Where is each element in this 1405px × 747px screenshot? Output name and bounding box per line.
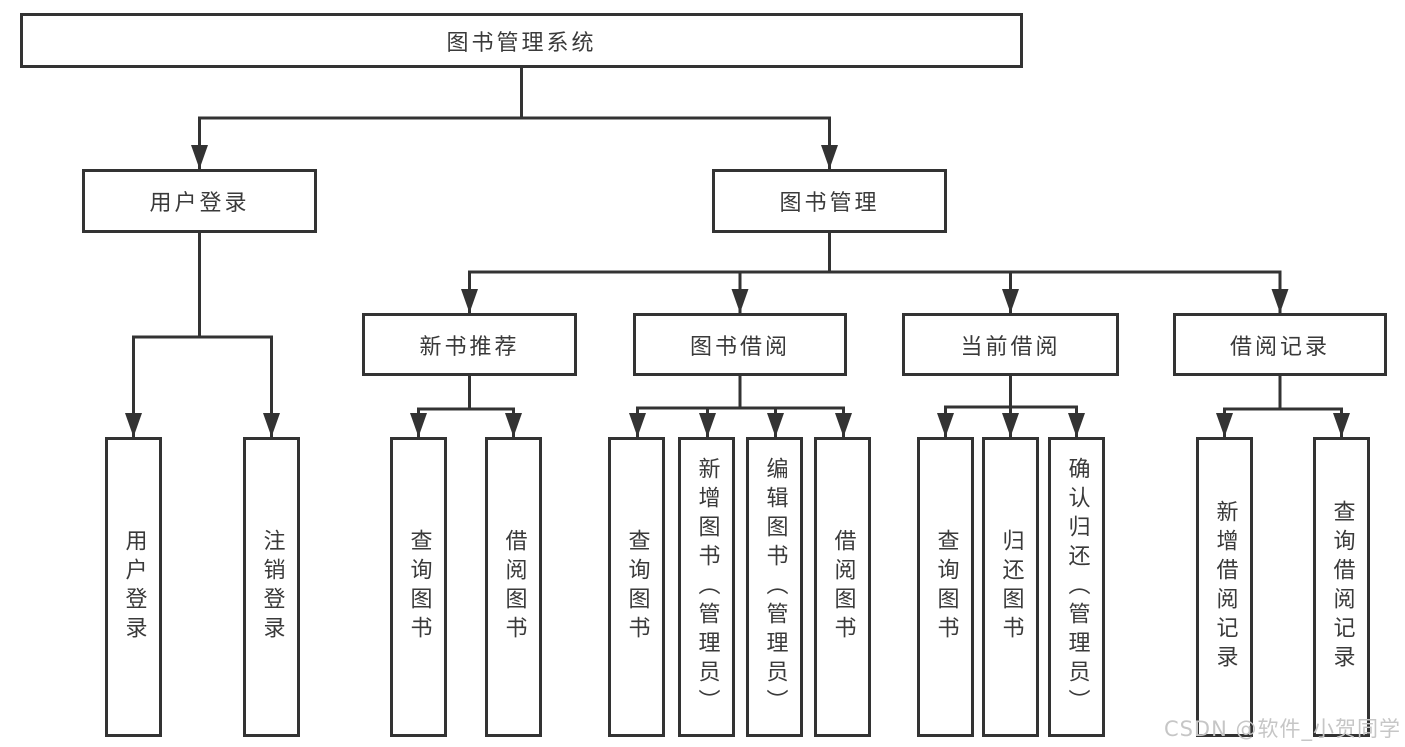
node-label: 查询图书 [624, 529, 650, 645]
node-current-query-books: 查询图书 [917, 437, 974, 737]
node-label: 确认归还（管理员） [1064, 456, 1090, 718]
node-borrow-records: 借阅记录 [1173, 313, 1387, 376]
connector-current-borrow-children [937, 376, 1085, 437]
node-root-system: 图书管理系统 [20, 13, 1023, 68]
node-label: 查询借阅记录 [1329, 500, 1355, 674]
node-label: 归还图书 [998, 529, 1024, 645]
node-label: 用户登录 [149, 191, 250, 216]
connector-book-borrow-children [629, 376, 852, 437]
node-label: 注销登录 [259, 529, 285, 645]
node-book-management: 图书管理 [712, 169, 947, 233]
node-borrow-add-books-admin: 新增图书（管理员） [678, 437, 735, 737]
node-borrow-borrow-books: 借阅图书 [814, 437, 871, 737]
node-label: 编辑图书（管理员） [762, 456, 788, 718]
node-current-return-books: 归还图书 [982, 437, 1039, 737]
node-recommend-query-books: 查询图书 [390, 437, 447, 737]
node-label: 新书推荐 [419, 334, 520, 360]
connector-new-book-recommend-children [410, 376, 522, 437]
connector-borrow-records-children [1216, 376, 1350, 437]
node-borrow-query-books: 查询图书 [608, 437, 665, 737]
node-recommend-borrow-books: 借阅图书 [485, 437, 542, 737]
node-records-query-record: 查询借阅记录 [1313, 437, 1370, 737]
node-label: 查询图书 [933, 529, 959, 645]
node-label: 查询图书 [406, 529, 432, 645]
connector-root-to-level2 [191, 68, 838, 169]
csdn-watermark: CSDN @软件_小贺同学 [1163, 717, 1401, 741]
node-label: 图书借阅 [689, 334, 790, 360]
connector-book-management-children [461, 233, 1289, 313]
node-book-borrow: 图书借阅 [633, 313, 847, 376]
node-borrow-edit-books-admin: 编辑图书（管理员） [746, 437, 803, 737]
node-records-add-record: 新增借阅记录 [1196, 437, 1253, 737]
node-label: 借阅图书 [501, 529, 527, 645]
node-login: 用户登录 [105, 437, 162, 737]
node-current-borrow: 当前借阅 [902, 313, 1119, 376]
connector-user-login-children [125, 233, 280, 437]
node-logout: 注销登录 [243, 437, 300, 737]
node-user-login: 用户登录 [82, 169, 317, 233]
node-label: 当前借阅 [960, 334, 1061, 360]
node-label: 借阅记录 [1229, 334, 1330, 360]
node-label: 图书管理 [779, 191, 880, 216]
node-current-confirm-return-admin: 确认归还（管理员） [1048, 437, 1105, 737]
node-label: 用户登录 [121, 529, 147, 645]
node-label: 新增图书（管理员） [694, 456, 720, 718]
node-label: 借阅图书 [830, 529, 856, 645]
node-label: 新增借阅记录 [1212, 500, 1238, 674]
node-new-book-recommend: 新书推荐 [362, 313, 577, 376]
node-label: 图书管理系统 [446, 30, 597, 56]
